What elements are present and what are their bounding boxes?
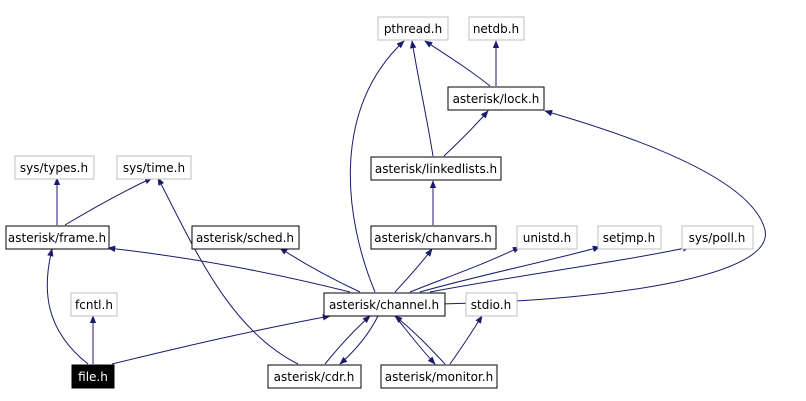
node-label-file-h: file.h [78, 370, 108, 384]
node-label-asterisk-linkedlists-h: asterisk/linkedlists.h [375, 162, 497, 176]
node-label-sys-types-h: sys/types.h [20, 161, 88, 175]
edge-channel-to-chanvars [394, 248, 433, 293]
node-label-unistd-h: unistd.h [523, 231, 572, 245]
node-asterisk-sched-h[interactable]: asterisk/sched.h [191, 225, 300, 250]
node-label-asterisk-lock-h: asterisk/lock.h [453, 92, 540, 106]
node-netdb-h[interactable]: netdb.h [468, 16, 525, 41]
node-label-asterisk-channel-h: asterisk/channel.h [329, 298, 439, 312]
node-asterisk-chanvars-h[interactable]: asterisk/chanvars.h [370, 225, 497, 250]
node-asterisk-channel-h[interactable]: asterisk/channel.h [323, 292, 446, 317]
node-label-asterisk-chanvars-h: asterisk/chanvars.h [374, 231, 491, 245]
edge-channel-to-pthread [349, 40, 405, 293]
node-asterisk-lock-h[interactable]: asterisk/lock.h [447, 86, 545, 111]
node-unistd-h[interactable]: unistd.h [516, 225, 578, 250]
node-file-h[interactable]: file.h [71, 364, 115, 389]
node-asterisk-frame-h[interactable]: asterisk/frame.h [5, 225, 110, 250]
node-label-stdio-h: stdio.h [471, 298, 511, 312]
edge-channel-to-frame [107, 245, 351, 293]
node-label-asterisk-cdr-h: asterisk/cdr.h [274, 370, 355, 384]
edge-frame-to-systime [64, 177, 153, 226]
edge-monitor-to-stdio [449, 315, 483, 365]
edge-channel-to-lock [439, 109, 766, 305]
edge-cdr-to-systime [157, 177, 299, 365]
node-label-pthread-h: pthread.h [384, 22, 442, 36]
edge-channel-to-syspoll [429, 245, 691, 293]
node-asterisk-linkedlists-h[interactable]: asterisk/linkedlists.h [370, 156, 502, 181]
node-setjmp-h[interactable]: setjmp.h [597, 225, 662, 250]
node-asterisk-cdr-h[interactable]: asterisk/cdr.h [267, 364, 362, 389]
node-label-netdb-h: netdb.h [473, 22, 519, 36]
node-sys-poll-h[interactable]: sys/poll.h [681, 225, 754, 250]
node-stdio-h[interactable]: stdio.h [465, 292, 518, 317]
node-fcntl-h[interactable]: fcntl.h [70, 292, 118, 317]
node-label-sys-poll-h: sys/poll.h [689, 231, 746, 245]
node-sys-time-h[interactable]: sys/time.h [116, 155, 192, 180]
edge-file-to-channel [111, 314, 331, 365]
node-sys-types-h[interactable]: sys/types.h [14, 155, 95, 180]
node-label-asterisk-monitor-h: asterisk/monitor.h [385, 370, 493, 384]
node-label-setjmp-h: setjmp.h [603, 231, 655, 245]
edge-linkedlists-to-lock [443, 110, 489, 157]
edge-monitor-to-channel [394, 315, 446, 365]
node-label-asterisk-sched-h: asterisk/sched.h [196, 231, 294, 245]
edge-channel-to-monitor [394, 315, 436, 365]
edge-channel-to-setjmp [419, 245, 601, 293]
node-pthread-h[interactable]: pthread.h [377, 16, 449, 41]
node-asterisk-monitor-h[interactable]: asterisk/monitor.h [380, 364, 498, 389]
edge-cdr-to-channel [324, 315, 371, 365]
edge-channel-to-unistd [409, 246, 521, 293]
nodes: pthread.h netdb.h asterisk/lock.h asteri… [5, 16, 754, 389]
node-label-sys-time-h: sys/time.h [123, 161, 185, 175]
edge-linkedlists-to-pthread [409, 40, 434, 157]
edges [46, 40, 766, 365]
edge-file-to-frame [46, 248, 89, 365]
edge-lock-to-pthread [424, 40, 491, 87]
node-label-asterisk-frame-h: asterisk/frame.h [8, 231, 106, 245]
edge-channel-to-sched [279, 247, 361, 293]
edge-channel-to-cdr [339, 315, 379, 365]
node-label-fcntl-h: fcntl.h [75, 298, 113, 312]
